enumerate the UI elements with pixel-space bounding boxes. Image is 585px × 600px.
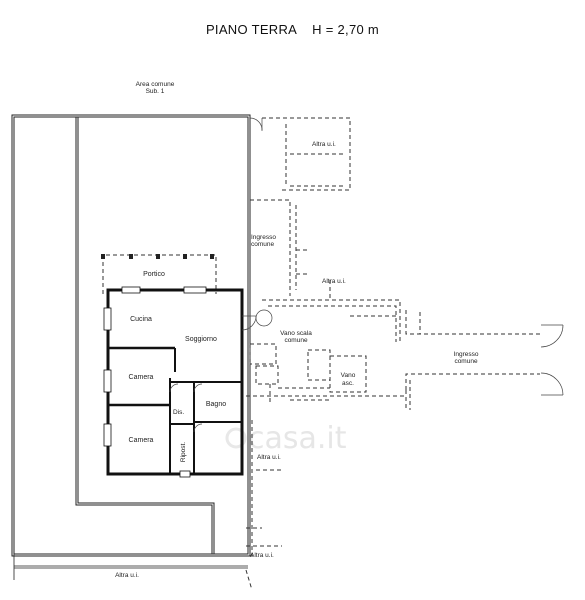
label-soggiorno: Soggiorno	[185, 336, 217, 343]
label-altra-ui-right-low: Altra u.i.	[257, 454, 281, 461]
neighbour-outlines	[245, 117, 540, 591]
portico-outline	[101, 254, 217, 294]
label-altra-ui-top: Altra u.i.	[312, 141, 336, 148]
label-asc: asc.	[342, 380, 354, 387]
label-altra-ui-mid: Altra u.i.	[322, 278, 346, 285]
watermark: casa.it	[225, 421, 347, 456]
label-cucina: Cucina	[130, 316, 152, 323]
label-sub-1: Sub. 1	[146, 88, 165, 95]
windows	[103, 286, 207, 478]
label-vano-scala-comune: comune	[284, 337, 308, 344]
label-camera-1: Camera	[129, 374, 154, 381]
label-dis: Dis.	[173, 409, 184, 416]
label-vano-asc: Vano	[341, 372, 356, 379]
label-portico: Portico	[143, 271, 165, 278]
room-labels: Area comune Sub. 1 Altra u.i. Ingresso c…	[115, 81, 479, 579]
floor-height: H = 2,70 m	[312, 22, 380, 37]
label-comune-right: comune	[454, 358, 478, 365]
label-vano-scala: Vano scala	[280, 330, 312, 337]
courtyard-boundary	[11, 114, 251, 580]
label-comune-left: comune	[251, 241, 275, 248]
label-camera-2: Camera	[129, 437, 154, 444]
label-ripost: Ripost.	[180, 442, 187, 462]
label-ingresso-right: Ingresso	[454, 351, 479, 358]
label-altra-ui-bottom-right: Altra u.i.	[250, 552, 274, 559]
label-altra-ui-bottom: Altra u.i.	[115, 572, 139, 579]
floor-name: PIANO TERRA	[205, 22, 297, 37]
label-bagno: Bagno	[206, 401, 226, 408]
plan-title: PIANO TERRA H = 2,70 m	[0, 22, 585, 37]
watermark-text: casa.it	[248, 421, 347, 456]
apartment-walls	[106, 288, 244, 476]
doors	[169, 117, 564, 433]
label-area-comune: Area comune	[136, 81, 175, 88]
label-ingresso-left: Ingresso	[251, 234, 276, 241]
